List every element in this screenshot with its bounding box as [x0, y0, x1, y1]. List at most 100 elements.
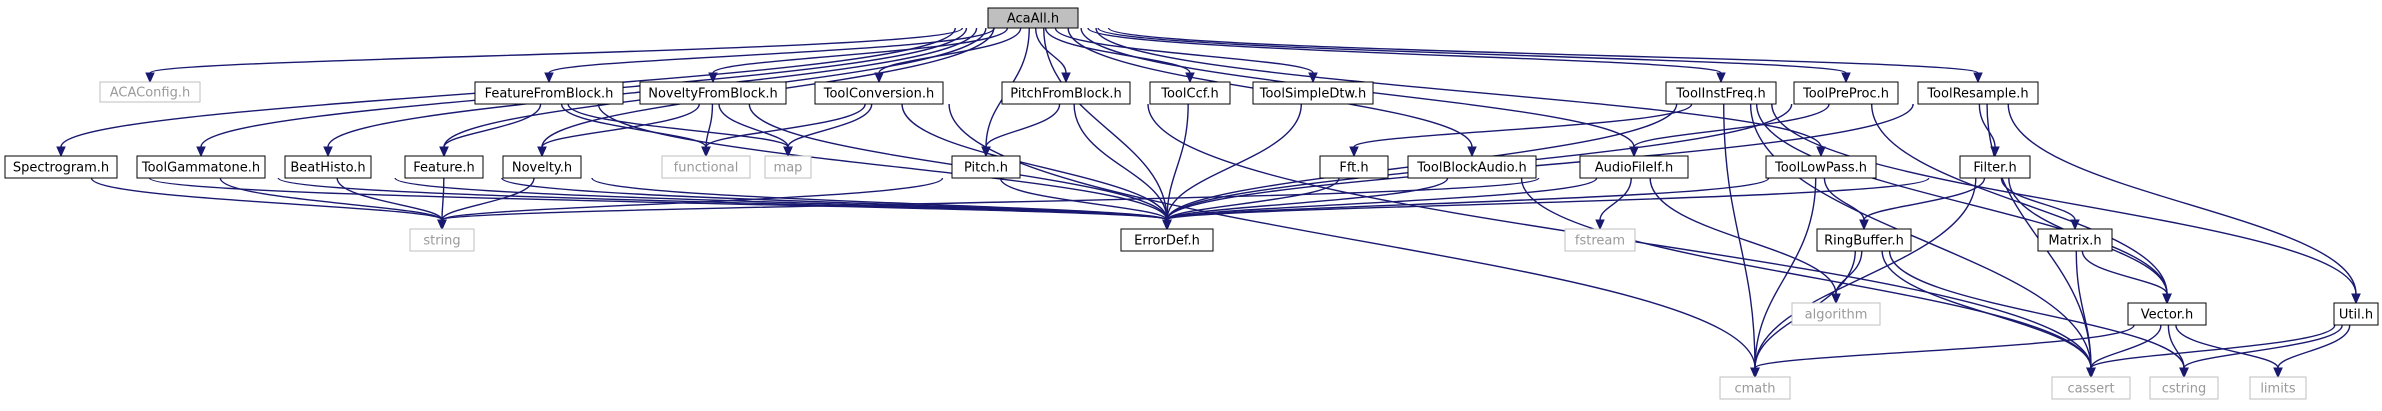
- node-label-pitch: Pitch.h: [964, 161, 1008, 176]
- edge-util-to-cassert: [2086, 324, 2336, 379]
- node-label-toolconv: ToolConversion.h: [823, 87, 935, 102]
- node-toolconv[interactable]: ToolConversion.h: [814, 81, 944, 105]
- edge-gammatone-to-string: [219, 177, 447, 231]
- node-util[interactable]: Util.h: [2333, 302, 2379, 326]
- node-label-cassert: cassert: [2067, 382, 2114, 397]
- node-label-util: Util.h: [2339, 308, 2373, 323]
- node-label-toolblockaudio: ToolBlockAudio.h: [1416, 161, 1527, 176]
- node-box-nfb: [639, 81, 787, 105]
- node-limits: limits: [2249, 376, 2307, 400]
- edge-pitch-to-errordef: [999, 177, 1172, 231]
- node-label-vector: Vector.h: [2141, 308, 2194, 323]
- node-label-filter: Filter.h: [1973, 161, 2016, 176]
- node-box-limits: [2249, 376, 2307, 400]
- node-label-toolinstfreq: ToolInstFreq.h: [1675, 87, 1765, 102]
- node-box-toolblockaudio: [1407, 155, 1537, 179]
- edge-ffb-to-feature: [439, 103, 542, 158]
- edge-acaall-to-toolinstfreq: [1087, 27, 1726, 84]
- edge-acaall-to-nfb: [708, 27, 1009, 84]
- node-tooldtw[interactable]: ToolSimpleDtw.h: [1252, 81, 1374, 105]
- node-box-toolccf: [1149, 81, 1231, 105]
- edge-acaall-to-toolresample: [1107, 27, 1983, 84]
- edge-filter-to-matrix: [2000, 177, 2080, 231]
- node-toolpreproc[interactable]: ToolPreProc.h: [1793, 81, 1899, 105]
- node-label-tooldtw: ToolSimpleDtw.h: [1259, 87, 1367, 102]
- node-nfb[interactable]: NoveltyFromBlock.h: [639, 81, 787, 105]
- node-toolblockaudio[interactable]: ToolBlockAudio.h: [1407, 155, 1537, 179]
- node-audiofileif[interactable]: AudioFileIf.h: [1579, 155, 1689, 179]
- node-label-spectrogram: Spectrogram.h: [13, 161, 109, 176]
- edge-matrix-to-vector: [2081, 250, 2172, 305]
- node-box-audiofileif: [1579, 155, 1689, 179]
- node-label-ringbuffer: RingBuffer.h: [1824, 234, 1904, 249]
- node-gammatone[interactable]: ToolGammatone.h: [136, 155, 266, 179]
- node-label-functional: functional: [674, 161, 739, 176]
- node-label-string: string: [423, 234, 460, 249]
- node-label-audiofileif: AudioFileIf.h: [1595, 161, 1674, 176]
- edge-audiofileif-to-fstream: [1595, 177, 1632, 231]
- node-box-vector: [2127, 302, 2207, 326]
- node-toolccf[interactable]: ToolCcf.h: [1149, 81, 1231, 105]
- node-fstream: fstream: [1564, 228, 1636, 252]
- node-ffb[interactable]: FeatureFromBlock.h: [474, 81, 624, 105]
- edges-layer: [56, 27, 2361, 379]
- node-box-acaall: [987, 7, 1079, 29]
- node-box-acaconfig: [99, 81, 201, 103]
- node-functional: functional: [661, 155, 751, 179]
- node-toolinstfreq[interactable]: ToolInstFreq.h: [1665, 81, 1777, 105]
- node-box-gammatone: [136, 155, 266, 179]
- edge-matrix-to-cassert: [2075, 250, 2096, 379]
- node-box-fft: [1319, 155, 1389, 179]
- node-box-toolconv: [814, 81, 944, 105]
- edge-util-to-limits: [2273, 324, 2351, 379]
- node-label-gammatone: ToolGammatone.h: [141, 161, 260, 176]
- node-errordef[interactable]: ErrorDef.h: [1120, 228, 1214, 252]
- edge-toolresample-to-util: [2007, 103, 2361, 305]
- node-toolresample[interactable]: ToolResample.h: [1917, 81, 2039, 105]
- node-label-novelty: Novelty.h: [512, 161, 572, 176]
- node-filter[interactable]: Filter.h: [1959, 155, 2031, 179]
- node-pfb[interactable]: PitchFromBlock.h: [1001, 81, 1131, 105]
- node-novelty[interactable]: Novelty.h: [502, 155, 582, 179]
- node-label-fft: Fft.h: [1339, 161, 1368, 176]
- edge-toolinstfreq-to-fft: [1349, 103, 1693, 158]
- node-acaall[interactable]: AcaAll.h: [987, 7, 1079, 29]
- node-cmath: cmath: [1719, 376, 1791, 400]
- node-label-toollowpass: ToolLowPass.h: [1774, 161, 1867, 176]
- node-label-feature: Feature.h: [413, 161, 475, 176]
- node-acaconfig: ACAConfig.h: [99, 81, 201, 103]
- node-box-cmath: [1719, 376, 1791, 400]
- node-label-acaall: AcaAll.h: [1007, 12, 1059, 27]
- node-toollowpass[interactable]: ToolLowPass.h: [1765, 155, 1877, 179]
- node-ringbuffer[interactable]: RingBuffer.h: [1816, 228, 1912, 252]
- node-box-matrix: [2037, 228, 2113, 252]
- node-algorithm: algorithm: [1791, 302, 1881, 326]
- node-box-toolresample: [1917, 81, 2039, 105]
- node-string: string: [409, 228, 475, 252]
- node-fft[interactable]: Fft.h: [1319, 155, 1389, 179]
- node-map: map: [764, 155, 812, 179]
- node-box-spectrogram: [4, 155, 118, 179]
- node-feature[interactable]: Feature.h: [404, 155, 484, 179]
- node-box-ffb: [474, 81, 624, 105]
- node-box-novelty: [502, 155, 582, 179]
- edge-util-to-cstring: [2179, 324, 2343, 379]
- node-box-pfb: [1001, 81, 1131, 105]
- node-box-cassert: [2051, 376, 2131, 400]
- node-label-beathisto: BeatHisto.h: [290, 161, 365, 176]
- node-matrix[interactable]: Matrix.h: [2037, 228, 2113, 252]
- node-vector[interactable]: Vector.h: [2127, 302, 2207, 326]
- edge-acaall-to-acaconfig: [145, 27, 964, 84]
- node-label-acaconfig: ACAConfig.h: [110, 86, 191, 101]
- edge-toolinstfreq-to-util: [1771, 103, 2361, 305]
- node-spectrogram[interactable]: Spectrogram.h: [4, 155, 118, 179]
- node-beathisto[interactable]: BeatHisto.h: [284, 155, 372, 179]
- node-box-cstring: [2149, 376, 2219, 400]
- edge-toolconv-to-functional: [701, 103, 866, 158]
- node-box-map: [764, 155, 812, 179]
- node-pitch[interactable]: Pitch.h: [951, 155, 1021, 179]
- edge-filter-to-errordef: [1162, 177, 1930, 231]
- node-box-pitch: [951, 155, 1021, 179]
- node-label-nfb: NoveltyFromBlock.h: [648, 87, 778, 102]
